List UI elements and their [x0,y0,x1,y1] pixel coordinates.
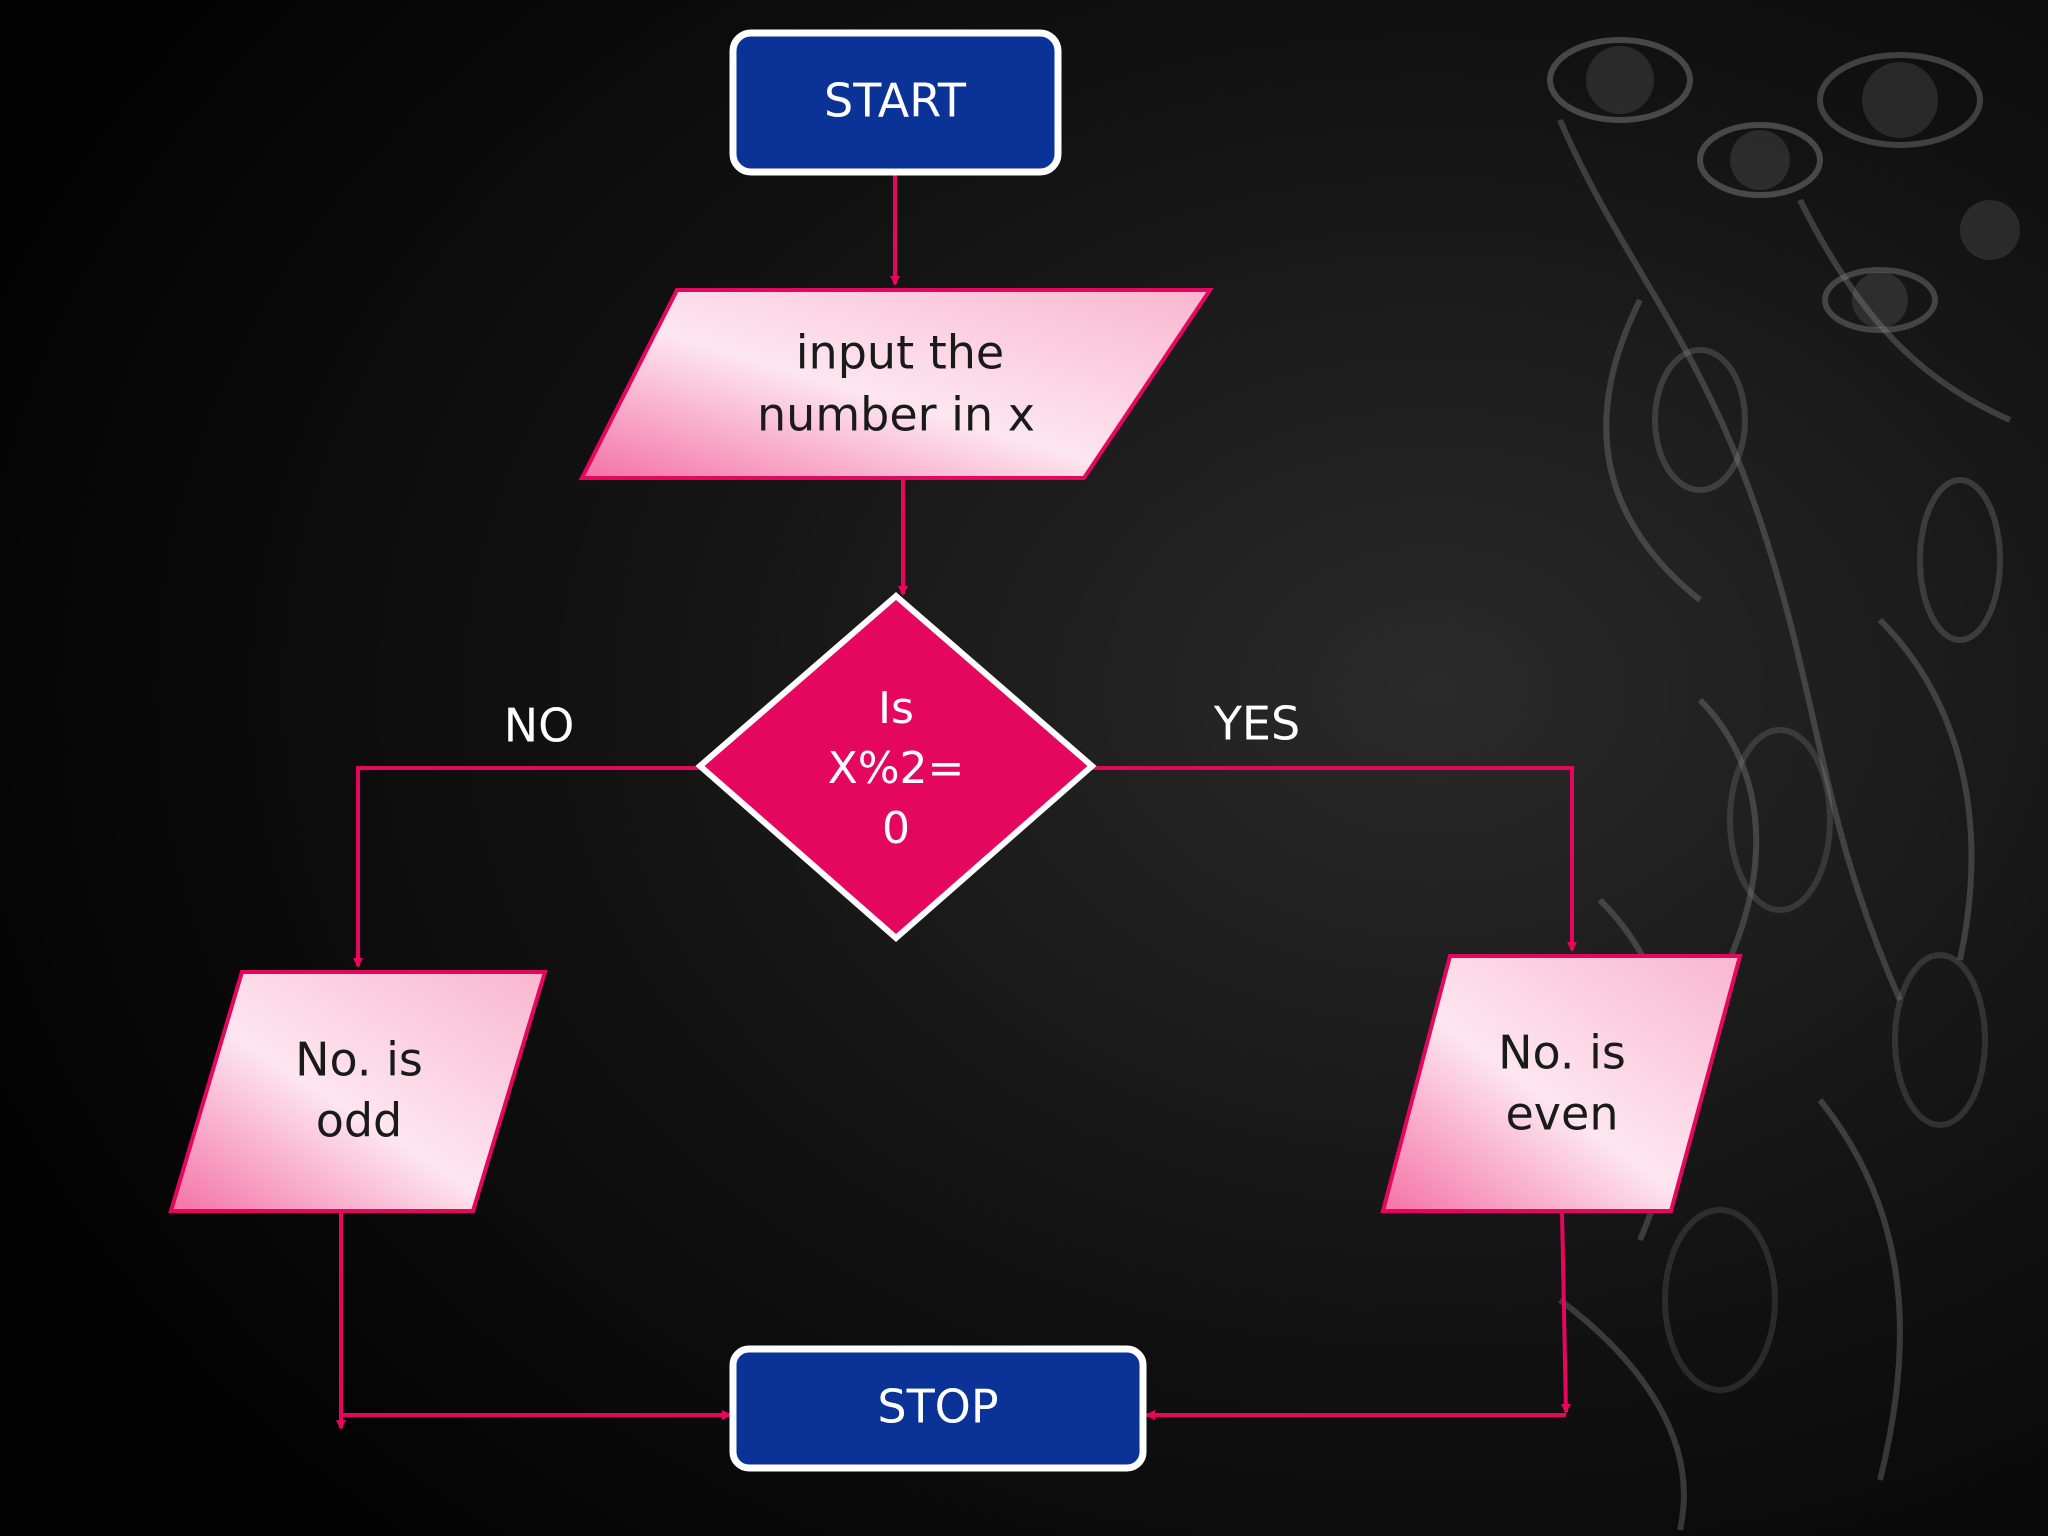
decision-node: Is X%2= 0 [695,592,1097,942]
start-node: START [729,29,1062,176]
connector-even-down [1560,1210,1571,1414]
input-label-line1: input the [796,326,1004,380]
floral-petals [1586,46,2020,328]
yes-label: YES [1213,697,1300,751]
odd-label-line2: odd [316,1094,403,1148]
connector-no-branch [353,766,702,968]
floral-decoration [1547,37,2012,1531]
decision-label-line2: X%2= [828,743,965,794]
stop-label: STOP [877,1380,998,1434]
decision-label-line3: 0 [882,803,910,854]
even-label-line1: No. is [1498,1026,1626,1080]
connector-yes-branch [1090,766,1577,952]
stop-node: STOP [729,1345,1147,1472]
start-label: START [824,74,967,128]
odd-node: No. is odd [168,970,548,1213]
decision-label-line1: Is [878,683,914,734]
connectors [336,172,1577,1430]
input-label-line2: number in x [757,388,1035,442]
no-label: NO [504,699,575,753]
odd-label-line1: No. is [295,1033,423,1087]
even-node: No. is even [1380,954,1743,1213]
even-label-line2: even [1506,1087,1619,1141]
input-node: input the number in x [578,288,1214,480]
